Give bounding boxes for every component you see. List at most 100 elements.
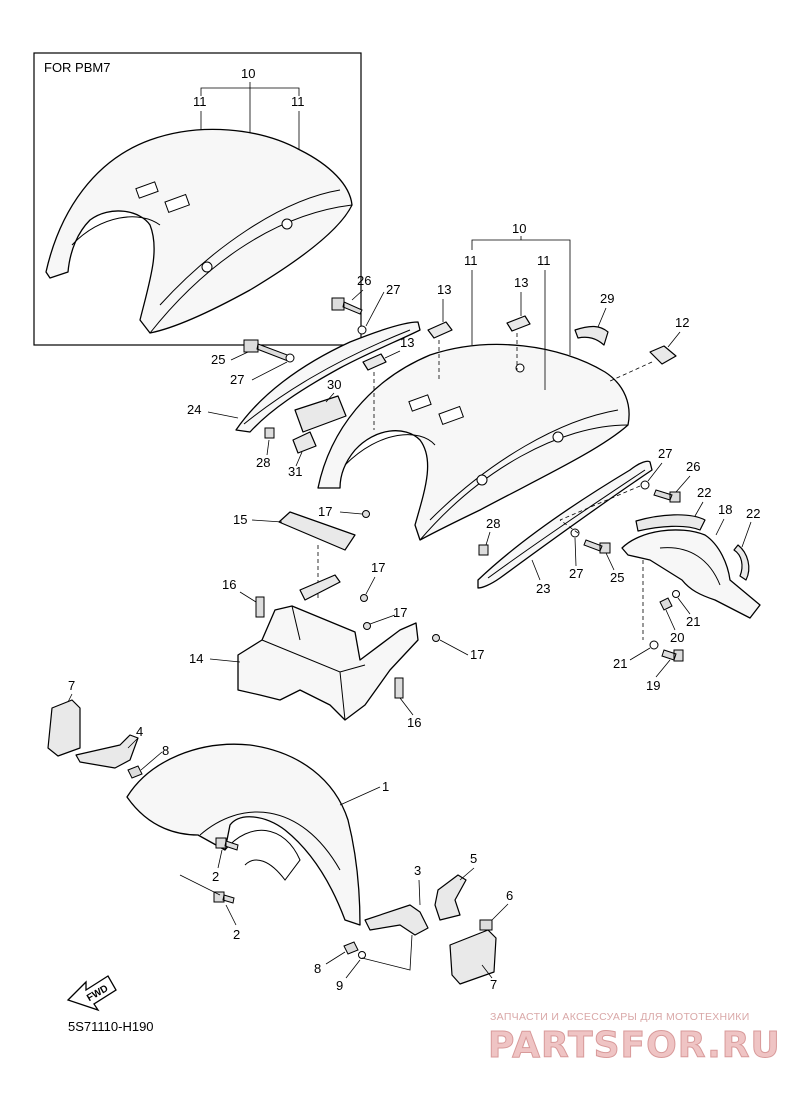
- bolt-26-right: [653, 489, 681, 503]
- callout-16a: 16: [222, 577, 236, 592]
- callout-27d: 27: [658, 446, 672, 461]
- callout-1: 1: [382, 779, 389, 794]
- sticker-13a: [427, 321, 453, 339]
- washer-21-lower: [649, 640, 659, 650]
- callout-29: 29: [600, 291, 614, 306]
- leader-23: [531, 559, 541, 581]
- front-fender-crease: [199, 811, 341, 871]
- bolt-2-upper: [215, 837, 239, 851]
- rear-fender-assembly: 10 11 11 13 13 13 29 12: [317, 221, 689, 541]
- callout-13b: 13: [514, 275, 528, 290]
- screw-17-b: [360, 594, 368, 602]
- callout-10: 10: [512, 221, 526, 236]
- left-stay-group: 24 28 25 27 26 27 30 31: [187, 273, 421, 479]
- callout-27a: 27: [230, 372, 244, 387]
- callout-12: 12: [675, 315, 689, 330]
- callout-5: 5: [470, 851, 477, 866]
- callout-26a: 26: [357, 273, 371, 288]
- diagram-code: 5S71110-H190: [68, 1019, 154, 1034]
- leader-12: [667, 331, 681, 348]
- nut-20: [659, 597, 673, 611]
- callout-23: 23: [536, 581, 550, 596]
- callout-15: 15: [233, 512, 247, 527]
- leader-14: [209, 658, 241, 663]
- callout-2b: 2: [233, 927, 240, 942]
- inset-label-11-right: 11: [291, 94, 305, 109]
- callout-26b: 26: [686, 459, 700, 474]
- bolt-19: [661, 649, 684, 662]
- inset-hole-2: [281, 218, 293, 230]
- rear-fender-hole-2: [552, 431, 564, 443]
- callout-18: 18: [718, 502, 732, 517]
- rear-fender-hole-1: [476, 474, 488, 486]
- callout-14: 14: [189, 651, 203, 666]
- rear-fender-edge: [419, 424, 629, 541]
- bolt-25-left: [243, 339, 291, 362]
- watermark-tagline: ЗАПЧАСТИ И АКСЕССУАРЫ ДЛЯ МОТОТЕХНИКИ: [490, 1011, 750, 1023]
- washer-27-right-upper: [640, 480, 650, 490]
- leaders-16: [239, 591, 414, 716]
- leader-8a: [140, 751, 163, 771]
- callout-3: 3: [414, 863, 421, 878]
- dash-12: [607, 361, 653, 383]
- watermark-brand: PARTSFOR.RU: [488, 1025, 781, 1066]
- front-fender-mount-line: [179, 874, 221, 896]
- callout-17a: 17: [318, 504, 332, 519]
- washer-9: [358, 951, 366, 959]
- leaders-8-9: [325, 951, 361, 979]
- reflector-mount-line: [361, 934, 413, 971]
- washer-21-upper: [672, 590, 680, 598]
- bracket-3: [364, 904, 429, 936]
- rear-fender-slot-1: [408, 394, 432, 412]
- stay-right-line: [487, 469, 646, 579]
- inset-slot-1: [135, 181, 159, 199]
- callout-6: 6: [506, 888, 513, 903]
- leader-29: [597, 307, 607, 328]
- callout-30: 30: [327, 377, 341, 392]
- dash-13: [373, 333, 518, 430]
- inset-title: FOR PBM7: [44, 60, 110, 75]
- front-fender-group: 1 2 2: [126, 743, 389, 942]
- callout-7b: 7: [490, 977, 497, 992]
- callout-31: 31: [288, 464, 302, 479]
- watermark: ЗАПЧАСТИ И АКСЕССУАРЫ ДЛЯ МОТОТЕХНИКИ PA…: [488, 1011, 781, 1067]
- part-12: [649, 345, 677, 365]
- leader-1: [339, 786, 381, 806]
- callout-17d: 17: [470, 647, 484, 662]
- callout-11-right: 11: [537, 253, 551, 268]
- fender-stay-right: [477, 460, 653, 589]
- rear-fender-rib: [429, 409, 619, 521]
- callout-9: 9: [336, 978, 343, 993]
- part-1-front-fender: [126, 743, 361, 926]
- right-stay-group: 28 23 27 25 27 26: [477, 446, 700, 596]
- callout-25a: 25: [211, 352, 225, 367]
- callout-24: 24: [187, 402, 201, 417]
- callout-22a: 22: [697, 485, 711, 500]
- leader-4: [127, 737, 139, 749]
- leader-15: [251, 519, 283, 523]
- inner-fender-group: 15 14 16 16 17 17 17 17: [189, 504, 484, 730]
- screw-17-d: [432, 634, 440, 642]
- leaders-18-22: [694, 501, 752, 548]
- inset-fender-inner: [71, 216, 161, 246]
- leaders-26-27-right: [647, 462, 691, 493]
- leader-7a: [67, 693, 73, 703]
- part-28-left: [264, 427, 275, 439]
- leaders-26-27-upper: [351, 289, 385, 327]
- stay-left-line: [243, 329, 411, 425]
- leader-28b: [485, 531, 491, 546]
- leaders-13: [384, 292, 522, 359]
- washer-27-left: [285, 353, 295, 363]
- rear-fender-hole-3: [515, 363, 525, 373]
- part-29: [574, 325, 609, 346]
- bracket-4: [75, 734, 139, 769]
- part-14-arm: [299, 574, 341, 601]
- callout-2a: 2: [212, 869, 219, 884]
- reflector-7-lower: [449, 929, 497, 985]
- rear-fender: [317, 343, 630, 541]
- inset-rear-fender: [45, 128, 353, 334]
- callout-13c: 13: [400, 335, 414, 350]
- tail-bracket-group: 22 22 18 20 21 21 19: [613, 485, 761, 693]
- nut-8-upper: [127, 765, 143, 779]
- leader-3: [418, 879, 421, 906]
